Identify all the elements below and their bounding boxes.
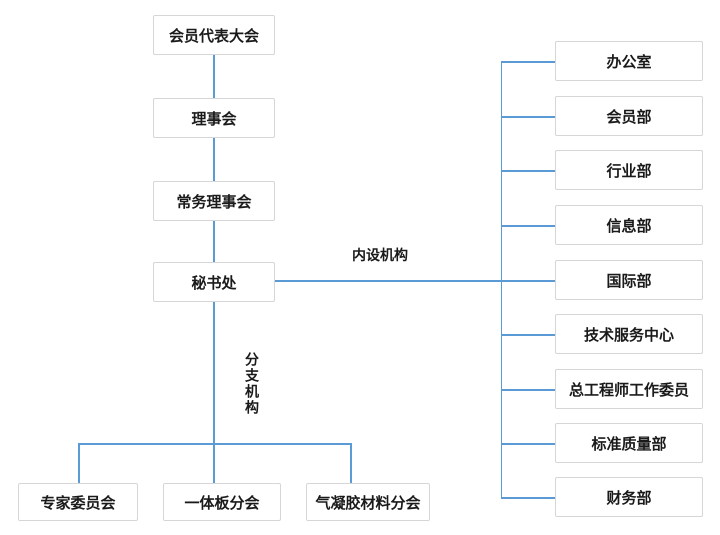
member-congress-box: 会员代表大会 bbox=[153, 15, 275, 55]
connector-line bbox=[213, 443, 215, 483]
connector-line bbox=[501, 280, 555, 282]
internal-section-label: 内设机构 bbox=[352, 247, 408, 263]
connector-line bbox=[78, 443, 80, 483]
connector-line bbox=[500, 61, 502, 497]
tech-service-center-box: 技术服务中心 bbox=[555, 314, 703, 354]
council-box: 理事会 bbox=[153, 98, 275, 138]
international-dept-box: 国际部 bbox=[555, 260, 703, 300]
connector-line bbox=[501, 334, 555, 336]
standards-quality-dept-box: 标准质量部 bbox=[555, 423, 703, 463]
standing-council-box: 常务理事会 bbox=[153, 181, 275, 221]
secretariat-box: 秘书处 bbox=[153, 262, 275, 302]
expert-committee-box: 专家委员会 bbox=[18, 483, 138, 521]
connector-line bbox=[501, 225, 555, 227]
aerogel-materials-branch-box: 气凝胶材料分会 bbox=[306, 483, 430, 521]
connector-line bbox=[501, 61, 555, 63]
connector-line bbox=[501, 497, 555, 499]
connector-line bbox=[213, 221, 215, 262]
membership-dept-box: 会员部 bbox=[555, 96, 703, 136]
connector-line bbox=[213, 138, 215, 181]
integrated-panel-branch-box: 一体板分会 bbox=[163, 483, 281, 521]
office-box: 办公室 bbox=[555, 41, 703, 81]
connector-line bbox=[501, 170, 555, 172]
connector-line bbox=[501, 116, 555, 118]
connector-line bbox=[501, 389, 555, 391]
connector-line bbox=[350, 443, 352, 483]
connector-line bbox=[213, 302, 215, 443]
connector-line bbox=[275, 280, 501, 282]
chief-engineer-committee-box: 总工程师工作委员 bbox=[555, 369, 703, 409]
branch-section-label: 分支机构 bbox=[244, 352, 260, 416]
connector-line bbox=[213, 55, 215, 98]
connector-line bbox=[501, 443, 555, 445]
industry-dept-box: 行业部 bbox=[555, 150, 703, 190]
finance-dept-box: 财务部 bbox=[555, 477, 703, 517]
information-dept-box: 信息部 bbox=[555, 205, 703, 245]
